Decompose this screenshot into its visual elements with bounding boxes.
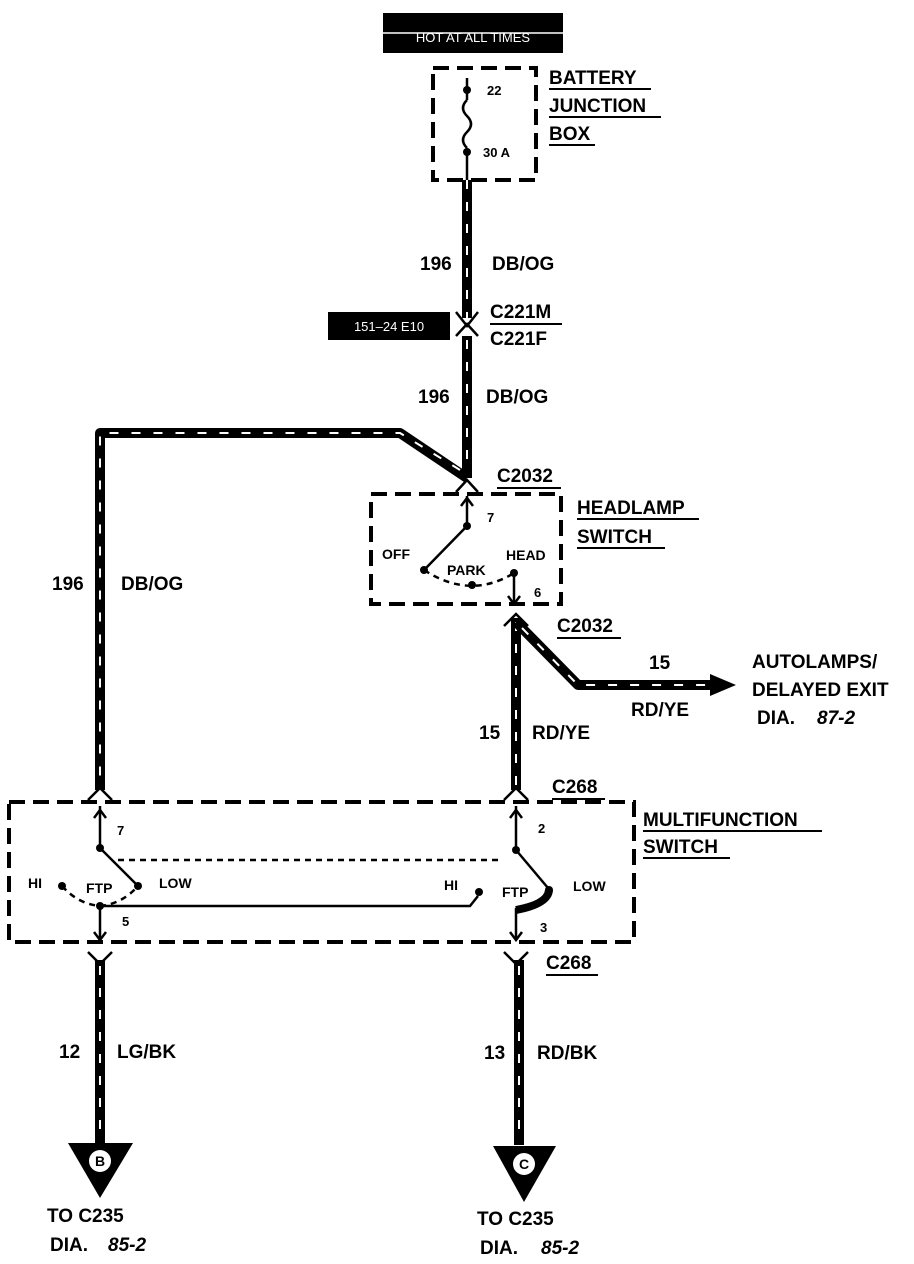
battery-junction-box-label-1: BATTERY xyxy=(549,68,637,89)
headlamp-switch: C2032 7 6 OFF PARK HEAD HEADLAMP SWITCH xyxy=(369,466,699,607)
ref-c-dia-label: DIA. xyxy=(480,1238,518,1259)
wire-196-color-upper: DB/OG xyxy=(492,254,554,275)
fuse-rating: 30 A xyxy=(483,145,511,160)
ref-b-dia-label: DIA. xyxy=(50,1235,88,1256)
wire-15: C2032 15 RD/YE xyxy=(479,612,621,790)
battery-junction-box-label-3: BOX xyxy=(549,124,591,145)
autolamps-color: RD/YE xyxy=(631,700,689,721)
wire-196-color-middle: DB/OG xyxy=(486,387,548,408)
headlamp-pos-off: OFF xyxy=(382,546,410,562)
mfs-right-pin-out: 3 xyxy=(540,920,547,935)
ref-b-line1: TO C235 xyxy=(47,1206,124,1227)
mfs-right-hi: HI xyxy=(444,877,458,893)
wire-13-color: RD/BK xyxy=(537,1043,597,1064)
ref-c-letter: C xyxy=(519,1156,529,1172)
ref-b-dia-num: 85-2 xyxy=(108,1235,146,1256)
multifunction-switch: C268 MULTIFUNCTION SWITCH 7 5 HI FTP LOW xyxy=(7,777,822,976)
ref-b-letter: B xyxy=(95,1153,105,1169)
headlamp-pos-park: PARK xyxy=(447,562,486,578)
wire-196-circuit-middle: 196 xyxy=(418,387,450,408)
battery-junction-box: 22 30 A BATTERY JUNCTION BOX xyxy=(431,66,661,182)
headlamp-switch-label-1: HEADLAMP xyxy=(577,498,685,519)
autolamps-dia-label: DIA. xyxy=(757,708,795,729)
autolamps-circuit: 15 xyxy=(649,653,671,674)
c221-male-label: C221M xyxy=(490,302,551,323)
hot-at-all-times-label: HOT AT ALL TIMES xyxy=(416,30,530,45)
headlamp-pin-in: 7 xyxy=(487,510,494,525)
autolamps-label-1: AUTOLAMPS/ xyxy=(752,652,878,673)
wire-196-color-left: DB/OG xyxy=(121,574,183,595)
mfs-left-pin-out: 5 xyxy=(122,914,129,929)
headlamp-pin-out: 6 xyxy=(534,585,541,600)
mfs-left-hi: HI xyxy=(28,875,42,891)
wire-196-middle: 196 DB/OG 196 DB/OG xyxy=(52,336,548,790)
hot-at-all-times-tag: HOT AT ALL TIMES xyxy=(383,13,563,53)
wire-12-color: LG/BK xyxy=(117,1042,176,1063)
wire-196-circuit-left: 196 xyxy=(52,574,84,595)
battery-junction-box-label-2: JUNCTION xyxy=(549,96,646,117)
wire-15-circuit: 15 xyxy=(479,723,501,744)
mfs-right-low: LOW xyxy=(573,878,606,894)
wire-12: 12 LG/BK B TO C235 DIA. 85-2 xyxy=(47,960,176,1256)
c2032-label-top: C2032 xyxy=(497,466,553,487)
c268-label-bottom: C268 xyxy=(546,953,591,974)
wire-13: 13 RD/BK C TO C235 DIA. 85-2 xyxy=(477,960,597,1259)
headlamp-pos-head: HEAD xyxy=(506,547,546,563)
headlamp-switch-label-2: SWITCH xyxy=(577,527,652,548)
wire-13-circuit: 13 xyxy=(484,1043,505,1064)
multifunction-label-1: MULTIFUNCTION xyxy=(643,810,798,831)
c221-location-tag: 151–24 E10 xyxy=(354,319,424,334)
autolamps-branch: 15 RD/YE AUTOLAMPS/ DELAYED EXIT DIA. 87… xyxy=(512,618,889,729)
mfs-left-low: LOW xyxy=(159,875,192,891)
wire-196-circuit-upper: 196 xyxy=(420,254,452,275)
connector-c221: 151–24 E10 C221M C221F xyxy=(328,302,562,350)
mfs-left-pin-in: 7 xyxy=(117,823,124,838)
mfs-right-pin-in: 2 xyxy=(538,821,545,836)
c221-female-label: C221F xyxy=(490,329,547,350)
ref-c-dia-num: 85-2 xyxy=(541,1238,579,1259)
autolamps-label-2: DELAYED EXIT xyxy=(752,680,889,701)
multifunction-label-2: SWITCH xyxy=(643,837,718,858)
wire-15-color: RD/YE xyxy=(532,723,590,744)
mfs-right-ftp: FTP xyxy=(502,884,528,900)
wire-12-circuit: 12 xyxy=(59,1042,80,1063)
fuse-number: 22 xyxy=(487,83,501,98)
ref-c-line1: TO C235 xyxy=(477,1209,554,1230)
c268-label-top: C268 xyxy=(552,777,597,798)
autolamps-dia-num: 87-2 xyxy=(817,708,855,729)
mfs-left-ftp: FTP xyxy=(86,880,112,896)
c2032-label-out: C2032 xyxy=(557,616,613,637)
wire-196-upper: 196 DB/OG xyxy=(420,180,554,318)
